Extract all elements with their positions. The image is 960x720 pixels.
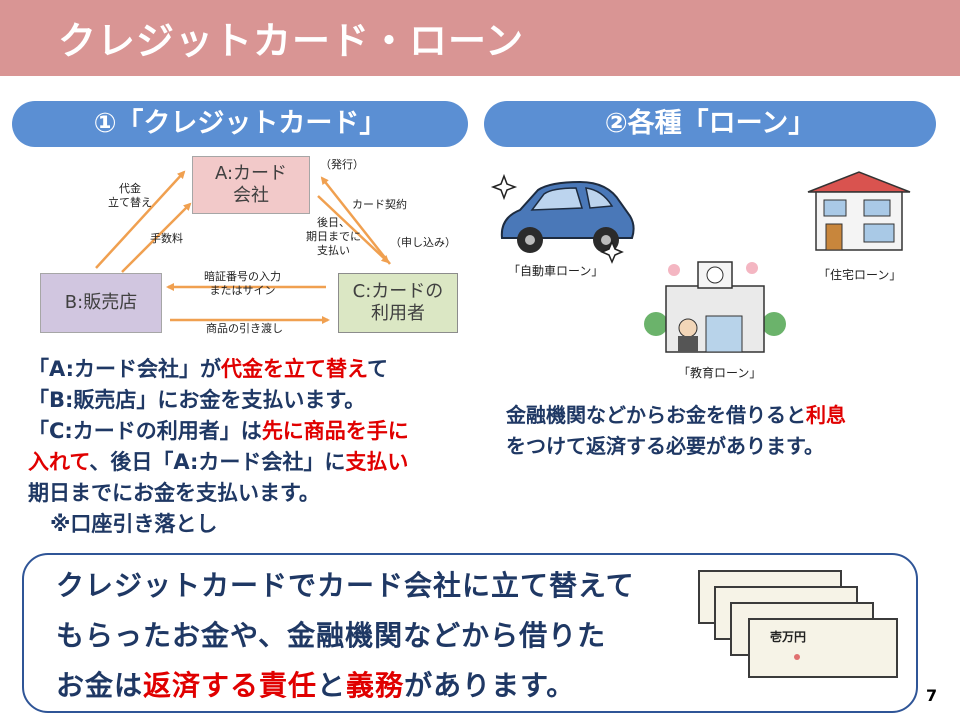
bill-text: 壱万円 — [770, 630, 807, 644]
house-loan-label: 「住宅ローン」 — [818, 268, 902, 282]
label-tesuryo: 手数料 — [150, 232, 183, 245]
house-illustration — [807, 171, 911, 251]
label-daikin: 代金立て替え — [108, 182, 152, 209]
summary-line-3: お金は返済する責任と義務があります。 — [56, 669, 576, 702]
label-hikiwatashi: 商品の引き渡し — [206, 322, 283, 335]
store-box: B:販売店 — [40, 273, 162, 333]
loan-line-1: 金融機関などからお金を借りると利息 — [506, 403, 846, 427]
education-loan-label: 「教育ローン」 — [678, 366, 762, 380]
car-illustration — [490, 173, 635, 253]
arrow-a-to-b — [95, 170, 186, 269]
page-number: 7 — [926, 686, 938, 705]
card-company-label-1: A:カード — [214, 163, 288, 184]
card-company-box: A:カード 会社 — [192, 156, 310, 214]
summary-line-2: もらったお金や、金融機関などから借りた — [56, 619, 607, 652]
loan-line-2: をつけて返済する必要があります。 — [506, 434, 824, 458]
sparkle-icon — [490, 173, 518, 201]
bill-seal — [794, 654, 800, 660]
car-loan-label: 「自動車ローン」 — [508, 264, 604, 278]
label-moshikomi: （申し込み） — [390, 236, 456, 249]
card-user-label-1: C:カードの — [352, 281, 444, 302]
arrow-a-to-c — [317, 195, 390, 264]
school-illustration — [644, 261, 786, 353]
section-loan-header: ②各種「ローン」 — [484, 101, 936, 147]
card-user-label-2: 利用者 — [371, 303, 425, 324]
credit-line-4: 入れて、後日「A:カード会社」に支払い — [28, 450, 409, 474]
loan-explanation: 金融機関などからお金を借りると利息 をつけて返済する必要があります。 — [506, 400, 846, 462]
credit-line-2: 「B:販売店」にお金を支払います。 — [28, 388, 366, 412]
credit-line-1: 「A:カード会社」が代金を立て替えて — [28, 357, 388, 381]
credit-explanation: 「A:カード会社」が代金を立て替えて 「B:販売店」にお金を支払います。 「C:… — [28, 354, 409, 540]
credit-line-5: 期日までにお金を支払います。 — [28, 481, 320, 505]
card-user-box: C:カードの 利用者 — [338, 273, 458, 333]
summary-line-1: クレジットカードでカード会社に立て替えて — [56, 569, 635, 602]
label-hakko: （発行） — [320, 158, 364, 171]
credit-line-6: ※口座引き落とし — [50, 512, 218, 536]
label-card-keiyaku: カード契約 — [352, 198, 407, 211]
bill-illustration-front: 壱万円 — [748, 618, 898, 678]
label-gojitsu: 後日、期日までに支払い — [306, 216, 361, 257]
arrow-b-to-a — [121, 202, 192, 273]
label-ansho: 暗証番号の入力またはサイン — [204, 270, 281, 297]
sparkle-icon — [600, 240, 624, 264]
store-label: B:販売店 — [64, 292, 138, 313]
section-credit-card-header: ①「クレジットカード」 — [12, 101, 468, 147]
title-band — [0, 0, 960, 76]
page-title: クレジットカード・ローン — [58, 19, 525, 63]
arrow-c-to-a — [320, 176, 391, 265]
credit-line-3: 「C:カードの利用者」は先に商品を手に — [28, 419, 409, 443]
card-company-label-2: 会社 — [233, 185, 269, 206]
